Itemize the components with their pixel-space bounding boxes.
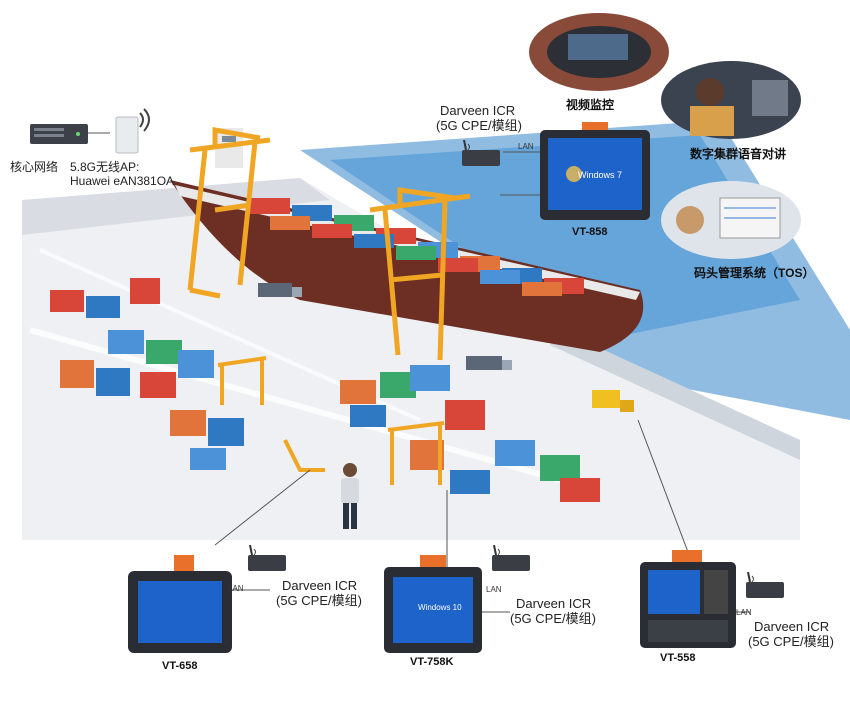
router-vt758k-label-line1: Darveen ICR xyxy=(516,596,592,611)
vt858-terminal xyxy=(540,122,650,222)
video-monitoring-label: 视频监控 xyxy=(566,98,615,112)
vt558-name: VT-558 xyxy=(660,652,696,664)
vt658-terminal xyxy=(128,555,232,655)
vt558-terminal xyxy=(640,550,736,650)
vt658-name: VT-658 xyxy=(162,660,198,672)
vt758k-terminal xyxy=(384,555,482,655)
yard-containers xyxy=(50,278,600,502)
gantry-crane-1 xyxy=(187,127,271,299)
worker-figure xyxy=(341,463,359,529)
vt758k-name: VT-758K xyxy=(410,656,454,668)
lan-label-top: LAN xyxy=(518,142,534,151)
router-vt758k xyxy=(488,545,534,575)
vt858-name: VT-858 xyxy=(572,226,608,238)
router-vt558-label-line1: Darveen ICR xyxy=(754,619,830,634)
ship-containers xyxy=(250,198,584,296)
core-server xyxy=(30,122,88,146)
ap-label-line2: Huawei eAN381OA xyxy=(70,174,175,188)
gantry-crane-2 xyxy=(369,187,471,361)
router-vt658-label-line1: Darveen ICR xyxy=(282,578,358,593)
router-vt558-label-line2: (5G CPE/模组) xyxy=(748,634,834,649)
lan-label-vt658: LAN xyxy=(228,584,244,593)
voice-dispatch-photo xyxy=(660,60,802,140)
router-vt658-label-line2: (5G CPE/模组) xyxy=(276,593,362,608)
router-vt658 xyxy=(244,545,290,575)
router-vt758k-label-line2: (5G CPE/模组) xyxy=(510,611,596,626)
vt758k-os-text: Windows 10 xyxy=(418,603,462,612)
ap-label-line1: 5.8G无线AP: xyxy=(70,160,140,174)
router-top xyxy=(458,140,504,170)
lan-label-vt558: LAN xyxy=(736,608,752,617)
trucks xyxy=(258,283,634,412)
lan-label-vt758k: LAN xyxy=(486,585,502,594)
video-monitoring-photo xyxy=(528,12,670,92)
router-top-label-line1: Darveen ICR xyxy=(440,103,516,118)
vt858-os-text: Windows 7 xyxy=(578,170,623,180)
router-vt558 xyxy=(742,572,788,602)
router-top-label-line2: (5G CPE/模组) xyxy=(436,118,522,133)
core-network-label: 核心网络 xyxy=(10,160,59,174)
tos-label: 码头管理系统（TOS） xyxy=(694,266,815,280)
tos-photo xyxy=(660,180,802,260)
straddle-carriers xyxy=(217,356,445,485)
voice-dispatch-label: 数字集群语音对讲 xyxy=(690,147,787,161)
wireless-ap xyxy=(110,105,155,155)
